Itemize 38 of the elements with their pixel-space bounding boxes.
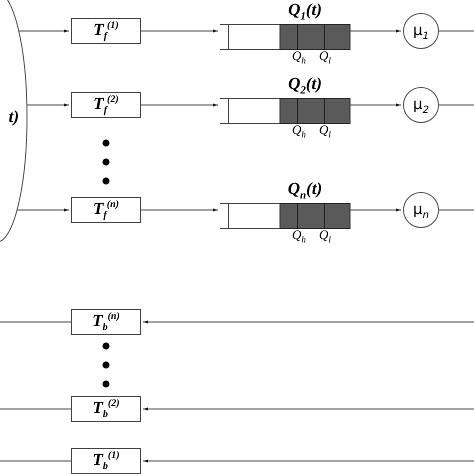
arrow <box>350 208 402 212</box>
arrow <box>26 104 70 106</box>
server-circle <box>403 87 439 123</box>
arrow <box>140 208 218 212</box>
connector-line <box>0 460 72 462</box>
cell-label: Q$_{h}$ <box>292 123 306 140</box>
arrow <box>350 104 402 106</box>
timer-box <box>71 448 141 474</box>
arrow <box>140 30 218 32</box>
server-circle <box>403 192 439 228</box>
arrow <box>142 460 474 462</box>
connector-line <box>438 30 474 32</box>
service-rate-label: μ$_{2}$ <box>413 94 429 116</box>
timer-box <box>71 396 141 422</box>
cell-label: Q$_{h}$ <box>292 228 306 245</box>
cell-label: Q$_{l}$ <box>319 123 331 140</box>
queue-title: Q$_{n}$(t) <box>288 181 322 204</box>
timer-box <box>71 18 141 44</box>
timer-box <box>71 92 141 118</box>
queue-title: Q$_{2}$(t) <box>288 76 322 98</box>
timer-box <box>71 197 141 223</box>
source-label: t) <box>8 107 19 127</box>
queue-title: Q$_{1}$(t) <box>288 2 322 24</box>
server-circle <box>403 13 439 49</box>
timer-box <box>71 309 141 335</box>
arrow <box>16 208 70 212</box>
cell-label: Q$_{l}$ <box>319 49 331 66</box>
cell-label: Q$_{l}$ <box>319 228 331 245</box>
arrow <box>142 408 474 410</box>
arrow <box>140 104 218 106</box>
arrow <box>18 30 70 32</box>
arrow <box>350 30 402 32</box>
cell-label: Q$_{h}$ <box>292 49 306 66</box>
connector-line <box>0 408 72 410</box>
service-rate-label: μ$_{n}$ <box>413 200 429 220</box>
service-rate-label: μ$_{1}$ <box>413 20 429 42</box>
connector-line <box>438 104 474 106</box>
arrow <box>142 320 474 324</box>
